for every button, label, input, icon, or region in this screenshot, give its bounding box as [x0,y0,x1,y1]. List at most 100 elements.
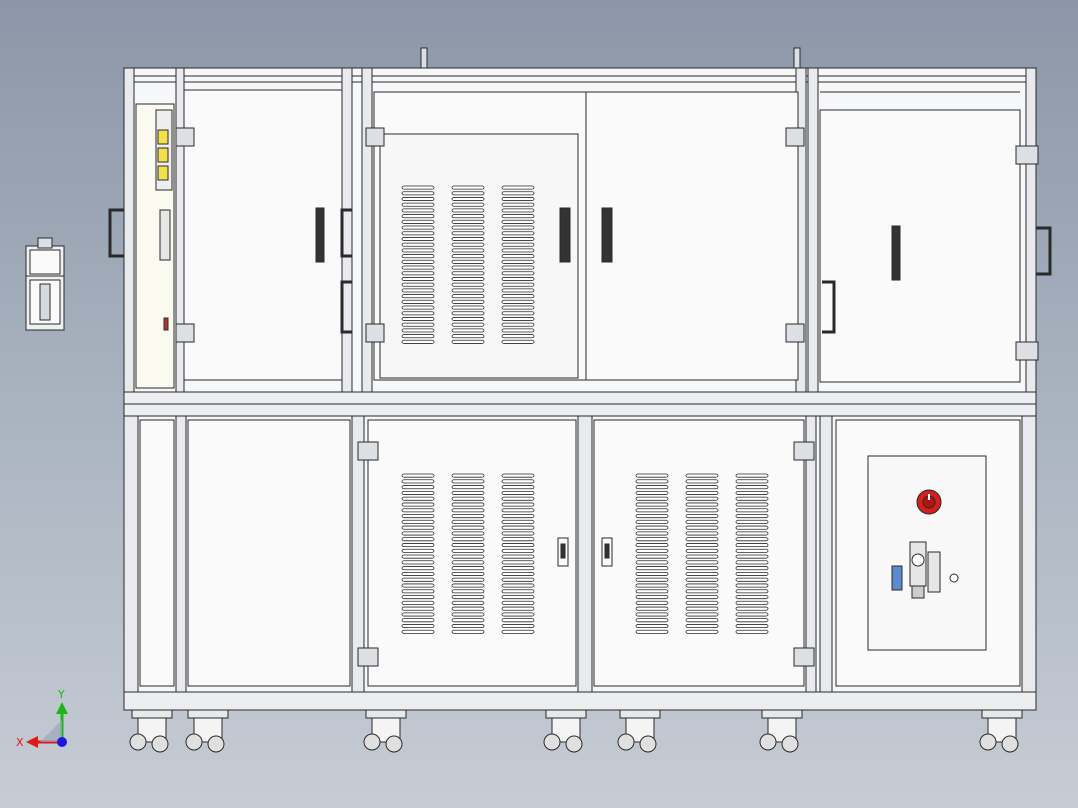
vent-slat [635,473,669,478]
vent-slat [735,554,769,559]
upper-right-door[interactable] [819,91,1052,383]
vent-slat [451,514,485,519]
vent-slat [401,311,435,316]
vent-slat [685,624,719,629]
vent-slat [501,485,535,490]
vent-slat [401,548,435,553]
vent-slat [685,543,719,548]
vent-slat [401,202,435,207]
vent-slat [501,508,535,513]
vent-slat [635,560,669,565]
vent-slat [401,577,435,582]
vent-slat [501,624,535,629]
vent-slat [635,479,669,484]
vent-slat [451,271,485,276]
vent-slat [401,317,435,321]
vent-slat [451,311,485,316]
vent-slat [501,496,535,501]
vent-slat [401,479,435,484]
vent-slat [451,248,485,253]
vent-slat [501,294,535,299]
vent-slat [501,583,535,588]
vent-slat [451,629,485,634]
vent-slat [735,496,769,501]
vent-slat [685,514,719,519]
side-component[interactable] [25,237,65,331]
lower-center-doors[interactable] [357,419,815,687]
air-filter-regulator-unit [891,541,959,599]
vent-slat [685,595,719,600]
vent-slat [401,334,435,339]
vent-slat [451,560,485,565]
upper-center-door[interactable] [365,91,805,381]
upper-left-door[interactable] [175,89,343,381]
vent-slat [501,219,535,224]
handle-upper-center-left[interactable] [559,207,571,263]
vent-slat [451,537,485,542]
vent-slat [635,531,669,536]
vent-slat [501,334,535,339]
vent-slat [501,328,535,333]
left-side-handle[interactable] [108,208,124,258]
vent-slat [501,214,535,219]
handle-upper-center-right[interactable] [601,207,613,263]
vent-slat [501,490,535,495]
vent-slat [501,629,535,634]
vent-slat [501,554,535,559]
vent-slat [635,537,669,542]
caster [185,709,229,753]
vent-slat [635,502,669,507]
vent-slat [451,571,485,576]
lower-right-control-panel[interactable] [835,419,1021,687]
vent-slat [685,485,719,490]
vent-slat [451,265,485,270]
vent-slat [501,311,535,316]
vent-slat [501,566,535,571]
vent-slat [451,242,485,247]
vent-slat [401,496,435,501]
vent-slat [735,577,769,582]
vent-slat [501,595,535,600]
indicator-light-2 [157,147,169,163]
vent-slat [735,571,769,576]
vent-slat [735,490,769,495]
vent-slat [401,600,435,605]
vent-slat [735,543,769,548]
vent-slat [451,531,485,536]
vent-slat [401,629,435,634]
vent-slat [685,531,719,536]
vent-slat [401,225,435,230]
vent-slat [735,595,769,600]
vent-slat [401,508,435,513]
vent-slat [451,231,485,236]
vent-slat [451,197,485,201]
vent-slat [735,525,769,530]
vent-slat [451,237,485,241]
vent-slat [635,600,669,605]
vent-slat [501,339,535,344]
vent-slat [635,629,669,634]
vent-slat [501,202,535,207]
lower-left-door[interactable] [139,419,351,687]
vent-slat [501,265,535,270]
vent-slat [451,294,485,299]
vent-slat [451,595,485,600]
vent-slat [685,618,719,623]
vent-slat [635,514,669,519]
machine-assembly[interactable] [25,47,1052,753]
vent-slat [501,612,535,617]
vent-slat [501,589,535,594]
vent-slat [501,577,535,582]
vent-slat [401,259,435,264]
vent-slat [401,208,435,213]
vent-slat [735,612,769,617]
vent-slat [685,612,719,617]
vent-slat [401,560,435,565]
vent-slat [635,508,669,513]
vent-slat [451,328,485,333]
vent-slat [451,288,485,293]
vent-slat [451,259,485,264]
vent-slat [501,600,535,605]
vent-slat [635,583,669,588]
